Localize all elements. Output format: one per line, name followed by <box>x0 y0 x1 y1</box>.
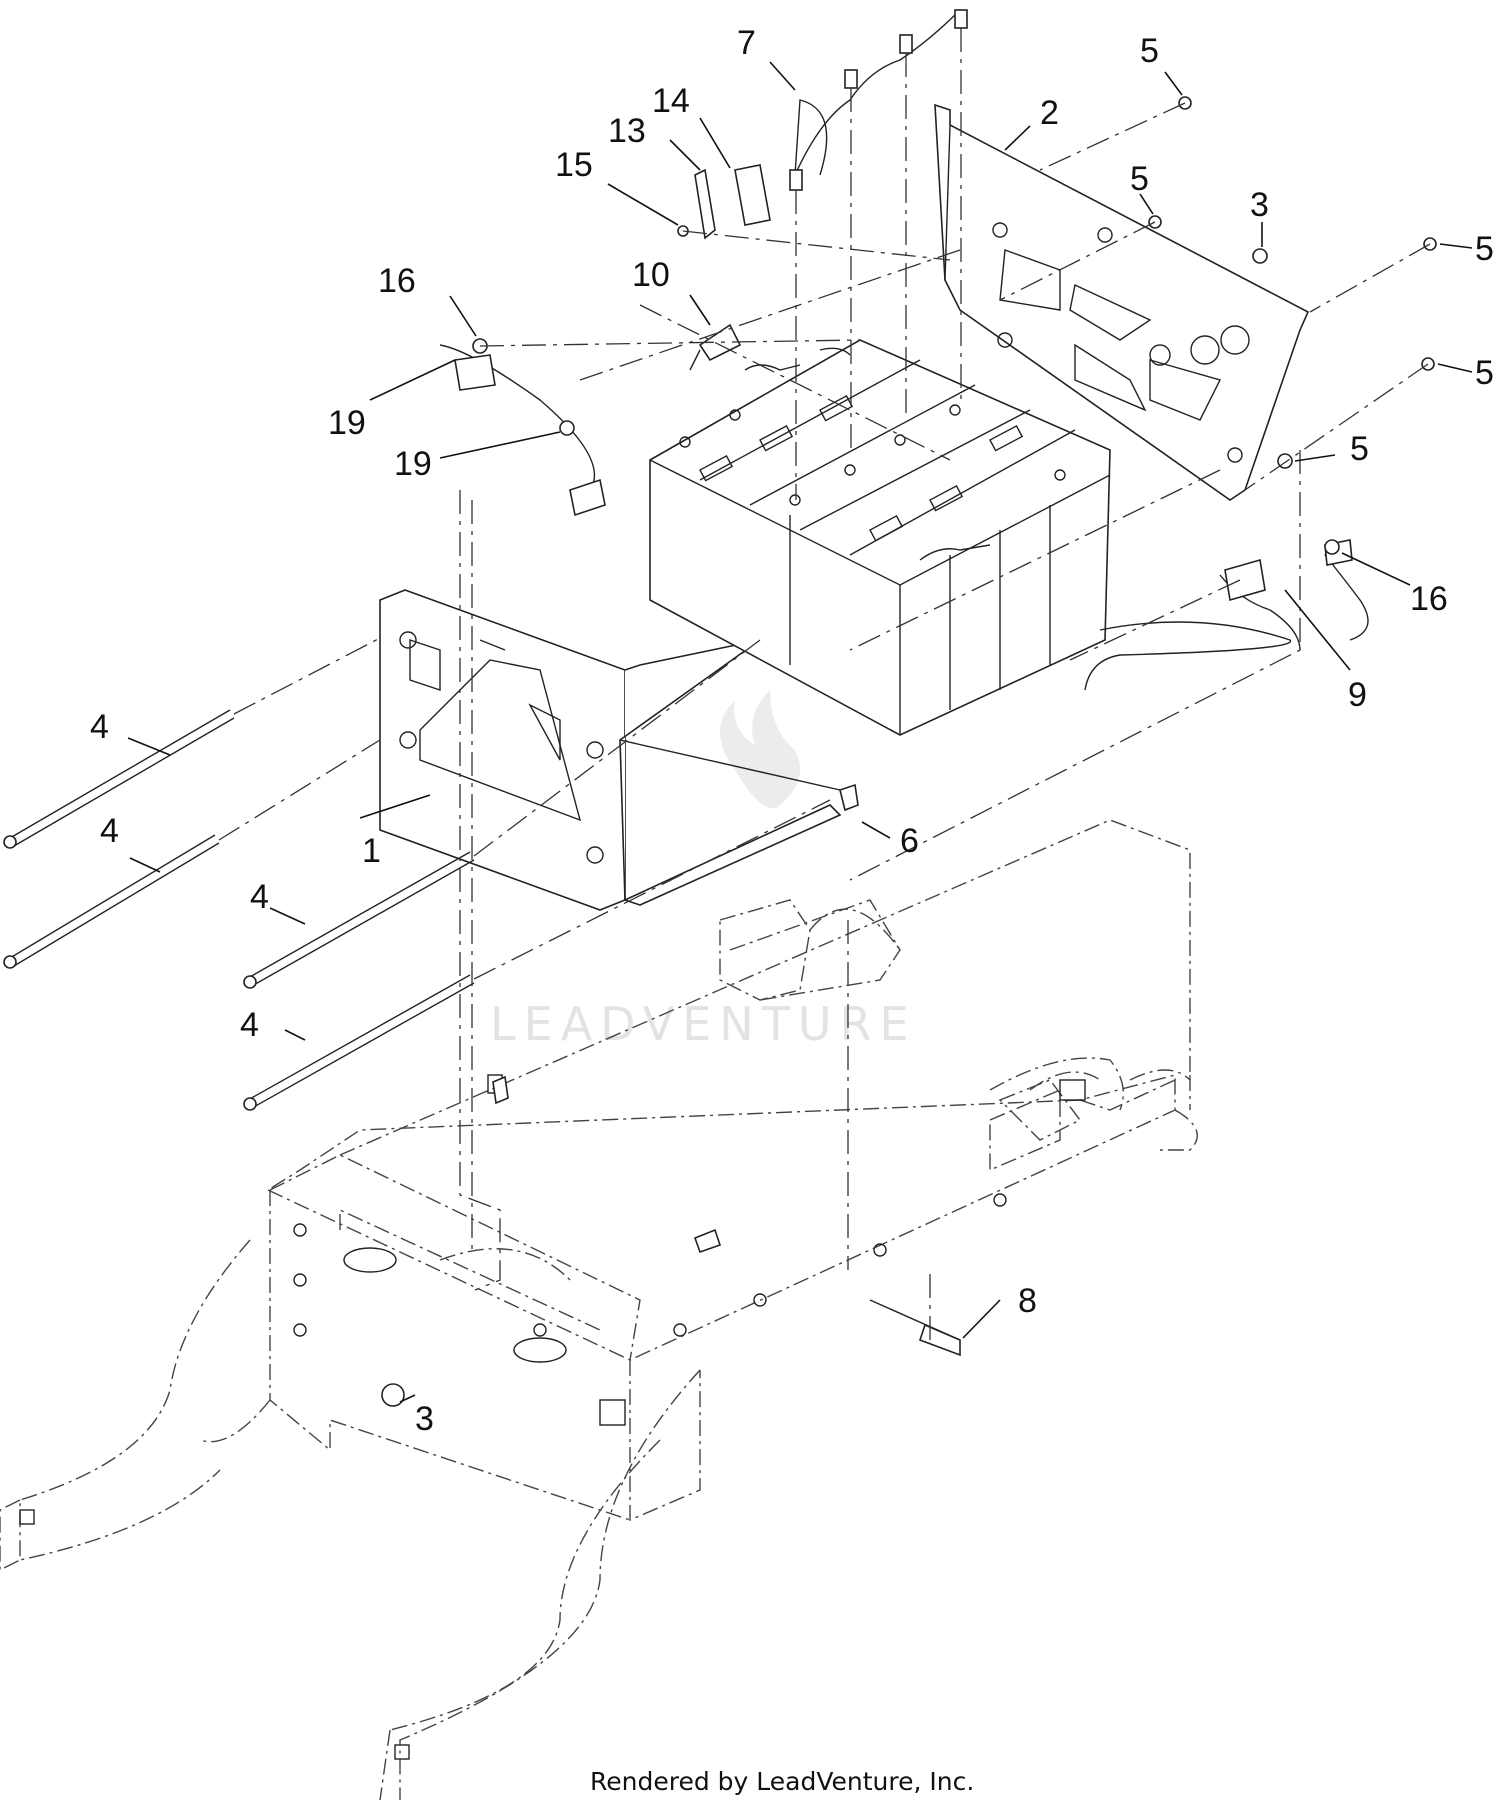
wiring-harness <box>789 9 968 500</box>
callout-4d: 4 <box>240 1006 259 1044</box>
rendered-by-footer: Rendered by LeadVenture, Inc. <box>590 1767 974 1796</box>
callout-5c: 5 <box>1475 230 1494 268</box>
rear-plate <box>934 103 1310 501</box>
callout-9: 9 <box>1348 676 1367 714</box>
callout-4a: 4 <box>90 708 109 746</box>
callout-14: 14 <box>652 82 690 120</box>
callout-8: 8 <box>1018 1282 1037 1320</box>
callout-13: 13 <box>608 112 646 150</box>
callout-4b: 4 <box>100 812 119 850</box>
callout-3a: 3 <box>1250 186 1269 224</box>
battery-pack <box>649 339 1111 736</box>
callout-6: 6 <box>900 822 919 860</box>
long-bolts <box>3 637 831 1111</box>
watermark-text: LEADVENTURE <box>490 997 917 1051</box>
battery-labels <box>699 394 1024 542</box>
callout-7: 7 <box>737 24 756 62</box>
callout-2: 2 <box>1040 94 1059 132</box>
callout-labels: 7 14 13 15 5 2 5 3 5 16 10 5 19 19 5 16 … <box>90 24 1494 1438</box>
callout-15: 15 <box>555 146 593 184</box>
callout-16b: 16 <box>1410 580 1448 618</box>
callout-19a: 19 <box>328 404 366 442</box>
callout-19b: 19 <box>394 445 432 483</box>
callout-4c: 4 <box>250 878 269 916</box>
battery-cables <box>439 323 1369 691</box>
callout-3b: 3 <box>415 1400 434 1438</box>
callout-5d: 5 <box>1475 354 1494 392</box>
chassis-frame <box>0 819 1198 1801</box>
callout-16a: 16 <box>378 262 416 300</box>
callout-10: 10 <box>632 256 670 294</box>
callout-5b: 5 <box>1130 160 1149 198</box>
leader-lines <box>127 61 1473 1403</box>
small-hardware <box>381 96 1437 1407</box>
callout-1: 1 <box>362 832 381 870</box>
alignment-lines <box>459 102 1431 1340</box>
watermark: LEADVENTURE <box>490 690 917 1051</box>
callout-5a: 5 <box>1140 32 1159 70</box>
battery-tray <box>379 589 842 911</box>
callout-5e: 5 <box>1350 430 1369 468</box>
